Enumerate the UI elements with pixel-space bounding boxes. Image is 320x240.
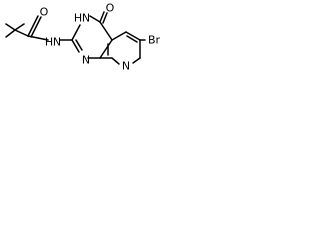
bond-c2-n3 [71, 24, 81, 41]
bond-n8-c8a [111, 57, 120, 65]
atom-h-amide: H [45, 36, 53, 49]
bond-carbonyl-oxygen-1 [27, 15, 39, 37]
bond-ketone-1 [99, 11, 105, 23]
bond-c7-c8 [132, 57, 141, 64]
atom-br: Br [148, 34, 161, 47]
atom-o-amide: O [40, 6, 49, 19]
bond-carbonyl-oxygen-2 [30, 16, 42, 38]
atom-n-ring1: N [82, 54, 90, 67]
atom-n-ring3: N [82, 12, 90, 25]
bond-tbu-to-carbonyl [14, 29, 29, 37]
bond-c5-c6-double [126, 35, 138, 43]
bond-c4-c4a [99, 21, 113, 41]
bond-tbu-methyl-bottom [5, 29, 16, 38]
atom-o-ketone: O [106, 2, 115, 15]
molecule-drawing: O H N H N O Br N N [5, 2, 161, 73]
atom-h-ring3: H [74, 12, 82, 25]
bond-ketone-2 [102, 12, 108, 24]
bond-n1-c2-double [75, 39, 83, 51]
bond-tbu-methyl-top-left [5, 23, 16, 31]
bond-c4a-c5 [111, 31, 127, 41]
bond-c5-c6 [125, 31, 141, 41]
atom-n-amide: N [53, 36, 61, 49]
chemical-structure-diagram: O H N H N O Br N N [0, 0, 168, 82]
bond-c4a-c8a [99, 39, 113, 59]
atom-label-set: O H N H N O Br N N [40, 2, 161, 73]
bond-carbonyl-to-nh [27, 35, 49, 41]
bond-set [5, 11, 146, 65]
bond-n1-c2 [71, 39, 80, 53]
atom-n-pyridine: N [122, 60, 130, 73]
bond-n3-c4 [89, 15, 101, 23]
bond-tbu-methyl-top-right [14, 23, 25, 31]
